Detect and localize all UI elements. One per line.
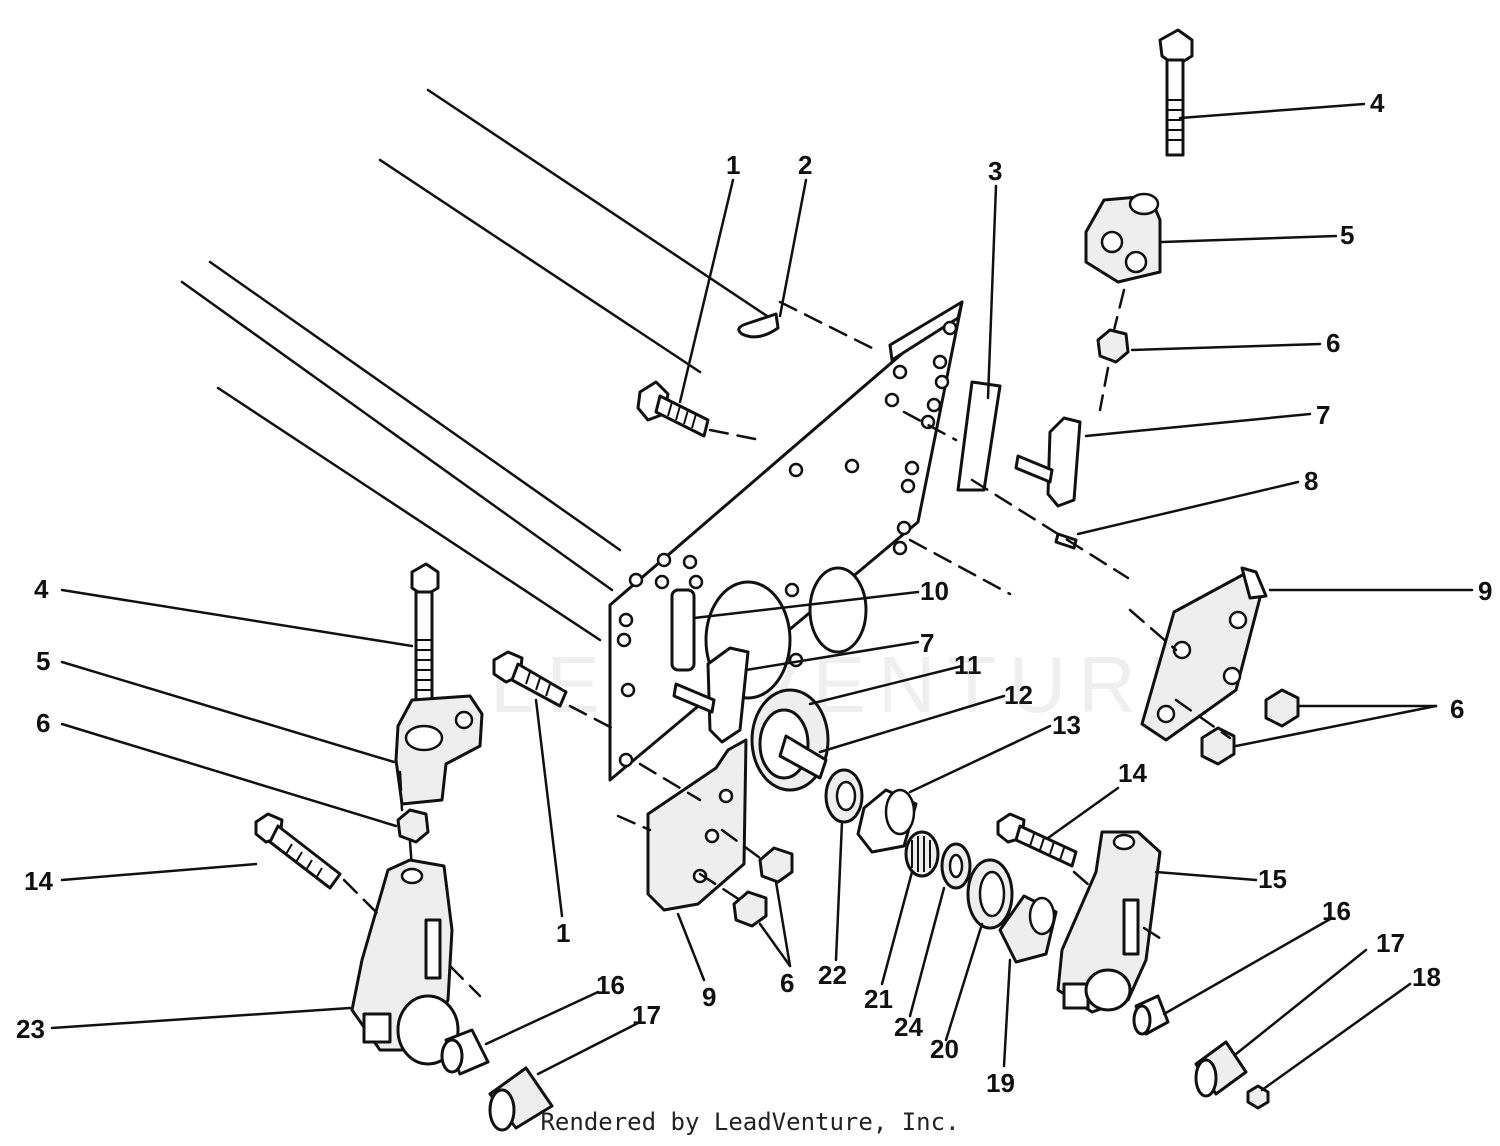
callout-4-upper: 4 bbox=[1370, 88, 1385, 118]
part-17-spacer-right bbox=[1194, 1040, 1248, 1098]
callout-19: 19 bbox=[986, 1068, 1015, 1098]
callout-1-lower: 1 bbox=[556, 918, 570, 948]
callout-11: 11 bbox=[954, 650, 982, 680]
part-20-seal bbox=[966, 858, 1014, 930]
part-18-nut bbox=[1246, 1084, 1270, 1110]
side-plate bbox=[608, 300, 964, 782]
callout-13: 13 bbox=[1052, 710, 1081, 740]
part-6-nut-lower-1 bbox=[758, 846, 794, 884]
part-14-bolt-right bbox=[996, 812, 1078, 868]
callout-9-right: 9 bbox=[1478, 576, 1492, 606]
callout-24: 24 bbox=[894, 1012, 923, 1042]
callout-7-upper: 7 bbox=[1316, 400, 1330, 430]
part-16-sleeve-left bbox=[440, 1028, 490, 1076]
callout-17-left: 17 bbox=[632, 1000, 661, 1030]
part-6-nut-lower-2 bbox=[732, 890, 768, 928]
callout-10: 10 bbox=[920, 576, 949, 606]
callout-5-upper: 5 bbox=[1340, 220, 1354, 250]
part-4-bolt-lower bbox=[410, 562, 440, 704]
callout-7-lower: 7 bbox=[920, 628, 934, 658]
callout-2: 2 bbox=[798, 150, 812, 180]
callout-14-right: 14 bbox=[1118, 758, 1147, 788]
part-22-ring bbox=[824, 768, 864, 824]
callout-5-lower: 5 bbox=[36, 646, 50, 676]
part-10-bar bbox=[670, 588, 696, 672]
part-1-bolt-lower bbox=[492, 650, 568, 708]
callout-14-left: 14 bbox=[24, 866, 53, 896]
callout-22: 22 bbox=[818, 960, 847, 990]
callout-6-left: 6 bbox=[36, 708, 50, 738]
callout-12: 12 bbox=[1004, 680, 1033, 710]
part-14-bolt-left bbox=[254, 812, 342, 890]
callout-4-lower: 4 bbox=[34, 574, 49, 604]
footer-credit-text: Rendered by LeadVenture, Inc. bbox=[540, 1108, 960, 1136]
callout-17-right: 17 bbox=[1376, 928, 1405, 958]
part-19-bushing bbox=[998, 894, 1058, 964]
part-6-nut-lower-left bbox=[396, 808, 430, 844]
part-9-bracket-lower bbox=[646, 738, 748, 912]
leader-lines bbox=[50, 102, 1474, 1092]
callout-23: 23 bbox=[16, 1014, 45, 1044]
callout-6-lower: 6 bbox=[780, 968, 794, 998]
callout-1-upper: 1 bbox=[726, 150, 740, 180]
part-5-block-lower bbox=[394, 694, 484, 806]
part-6-nut-right-2 bbox=[1200, 726, 1236, 766]
footer-credit: Rendered by LeadVenture, Inc. bbox=[0, 1108, 1500, 1136]
callout-16-left: 16 bbox=[596, 970, 625, 1000]
part-1-bolt-upper bbox=[636, 380, 710, 438]
part-12-shaft bbox=[778, 734, 828, 780]
callout-labels: 1 2 3 4 5 6 7 8 9 10 7 11 12 6 13 4 5 6 … bbox=[16, 88, 1492, 1098]
callout-6-upper: 6 bbox=[1326, 328, 1340, 358]
callout-20: 20 bbox=[930, 1034, 959, 1064]
part-15-casting-right bbox=[1056, 830, 1162, 1014]
part-8-pin bbox=[1054, 532, 1078, 550]
part-7-arm-upper bbox=[1014, 416, 1082, 508]
part-2-clip bbox=[737, 312, 780, 339]
part-4-bolt-upper bbox=[1158, 28, 1194, 157]
callout-16-right: 16 bbox=[1322, 896, 1351, 926]
callout-8: 8 bbox=[1304, 466, 1318, 496]
callout-9-lower: 9 bbox=[702, 982, 716, 1012]
part-23-casting-left bbox=[350, 858, 460, 1066]
part-6-nut-upper bbox=[1096, 328, 1130, 364]
part-17-spacer-left bbox=[488, 1066, 554, 1132]
callout-15: 15 bbox=[1258, 864, 1287, 894]
assembly-dashed-lines bbox=[342, 288, 1232, 998]
callout-3: 3 bbox=[988, 156, 1002, 186]
part-7-arm-lower bbox=[672, 646, 750, 744]
part-5-block-upper bbox=[1084, 192, 1162, 284]
part-16-sleeve-right bbox=[1132, 994, 1170, 1036]
part-21-bearing bbox=[904, 830, 940, 878]
frame-rails bbox=[180, 88, 772, 642]
part-6-nut-right-1 bbox=[1264, 688, 1300, 728]
part-13-cup bbox=[856, 788, 918, 854]
callout-21: 21 bbox=[864, 984, 893, 1014]
part-9-bracket-right bbox=[1140, 566, 1268, 742]
callout-6-right: 6 bbox=[1450, 694, 1464, 724]
part-3-bar bbox=[956, 380, 1002, 492]
callout-18: 18 bbox=[1412, 962, 1441, 992]
part-24-washer bbox=[940, 842, 972, 890]
